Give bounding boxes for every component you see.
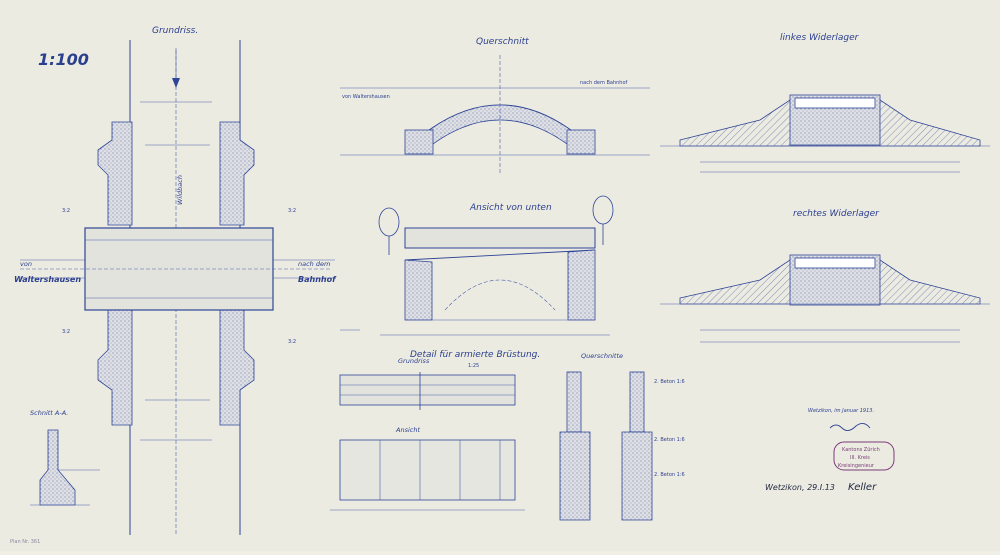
detail-title: Detail für armierte Brüstung. <box>410 350 540 360</box>
detail-bruestung: Detail für armierte Brüstung. 1:25 Grund… <box>330 350 685 521</box>
stamp-line-3: Kreisingenieur <box>838 463 875 469</box>
grundriss-plan: Grundriss. Wildbach von Waltershausen na… <box>14 26 337 535</box>
von-label: von <box>20 260 32 268</box>
slope-ul: 3:2 <box>62 208 70 214</box>
slope-lr: 3:2 <box>288 339 296 345</box>
schnitt-aa: Schnitt A-A. <box>30 409 100 506</box>
linkes-title: linkes Widerlager <box>780 33 860 43</box>
schnitt-title: Schnitt A-A. <box>30 409 68 417</box>
place-date: Wetzikon, im Januar 1913. <box>808 408 874 414</box>
signature-block: Wetzikon, im Januar 1913. Kantons Zürich… <box>765 408 895 493</box>
ansicht-unten-title: Ansicht von unten <box>469 203 552 213</box>
slope-ll: 3:2 <box>62 329 70 335</box>
archive-mark: Plan Nr. 361 <box>10 539 40 545</box>
grundriss-title: Grundriss. <box>152 26 198 36</box>
stamp-line-1: Kantons Zürich <box>842 447 880 453</box>
querschnitt: Querschnitt von Waltershausen nach dem B… <box>340 37 650 175</box>
scale-label: 1:100 <box>38 50 89 69</box>
approval-signature: Keller <box>848 482 877 493</box>
beton-label-2: 2. Beton 1:6 <box>654 437 685 443</box>
linkes-widerlager: linkes Widerlager <box>660 33 990 173</box>
q-right-label: nach dem Bahnhof <box>580 80 628 86</box>
detail-querschnitte-title: Querschnitte <box>581 352 623 360</box>
nach-dem-label: nach dem <box>298 260 330 268</box>
querschnitt-title: Querschnitt <box>476 37 529 47</box>
detail-grundriss-title: Grundriss <box>398 357 430 365</box>
rechtes-widerlager: rechtes Widerlager <box>660 209 990 343</box>
official-stamp: Kantons Zürich III. Kreis Kreisingenieur <box>833 441 895 471</box>
approval-text: Wetzikon, 29.I.13 <box>765 483 835 492</box>
bahnhof-label: Bahnhof <box>298 275 337 284</box>
beton-label-3: 2. Beton 1:6 <box>654 472 685 478</box>
waltershausen-label: Waltershausen <box>14 275 81 284</box>
wildbach-label: Wildbach <box>176 175 184 205</box>
stamp-line-2: III. Kreis <box>850 455 870 461</box>
detail-scale: 1:25 <box>468 363 479 369</box>
detail-ansicht-title: Ansicht <box>395 426 420 434</box>
ansicht-von-unten: Ansicht von unten <box>340 195 614 336</box>
beton-label-1: 2. Beton 1:6 <box>654 379 685 385</box>
slope-ur: 3:2 <box>288 208 296 214</box>
q-left-label: von Waltershausen <box>342 94 390 100</box>
rechtes-title: rechtes Widerlager <box>793 209 880 219</box>
